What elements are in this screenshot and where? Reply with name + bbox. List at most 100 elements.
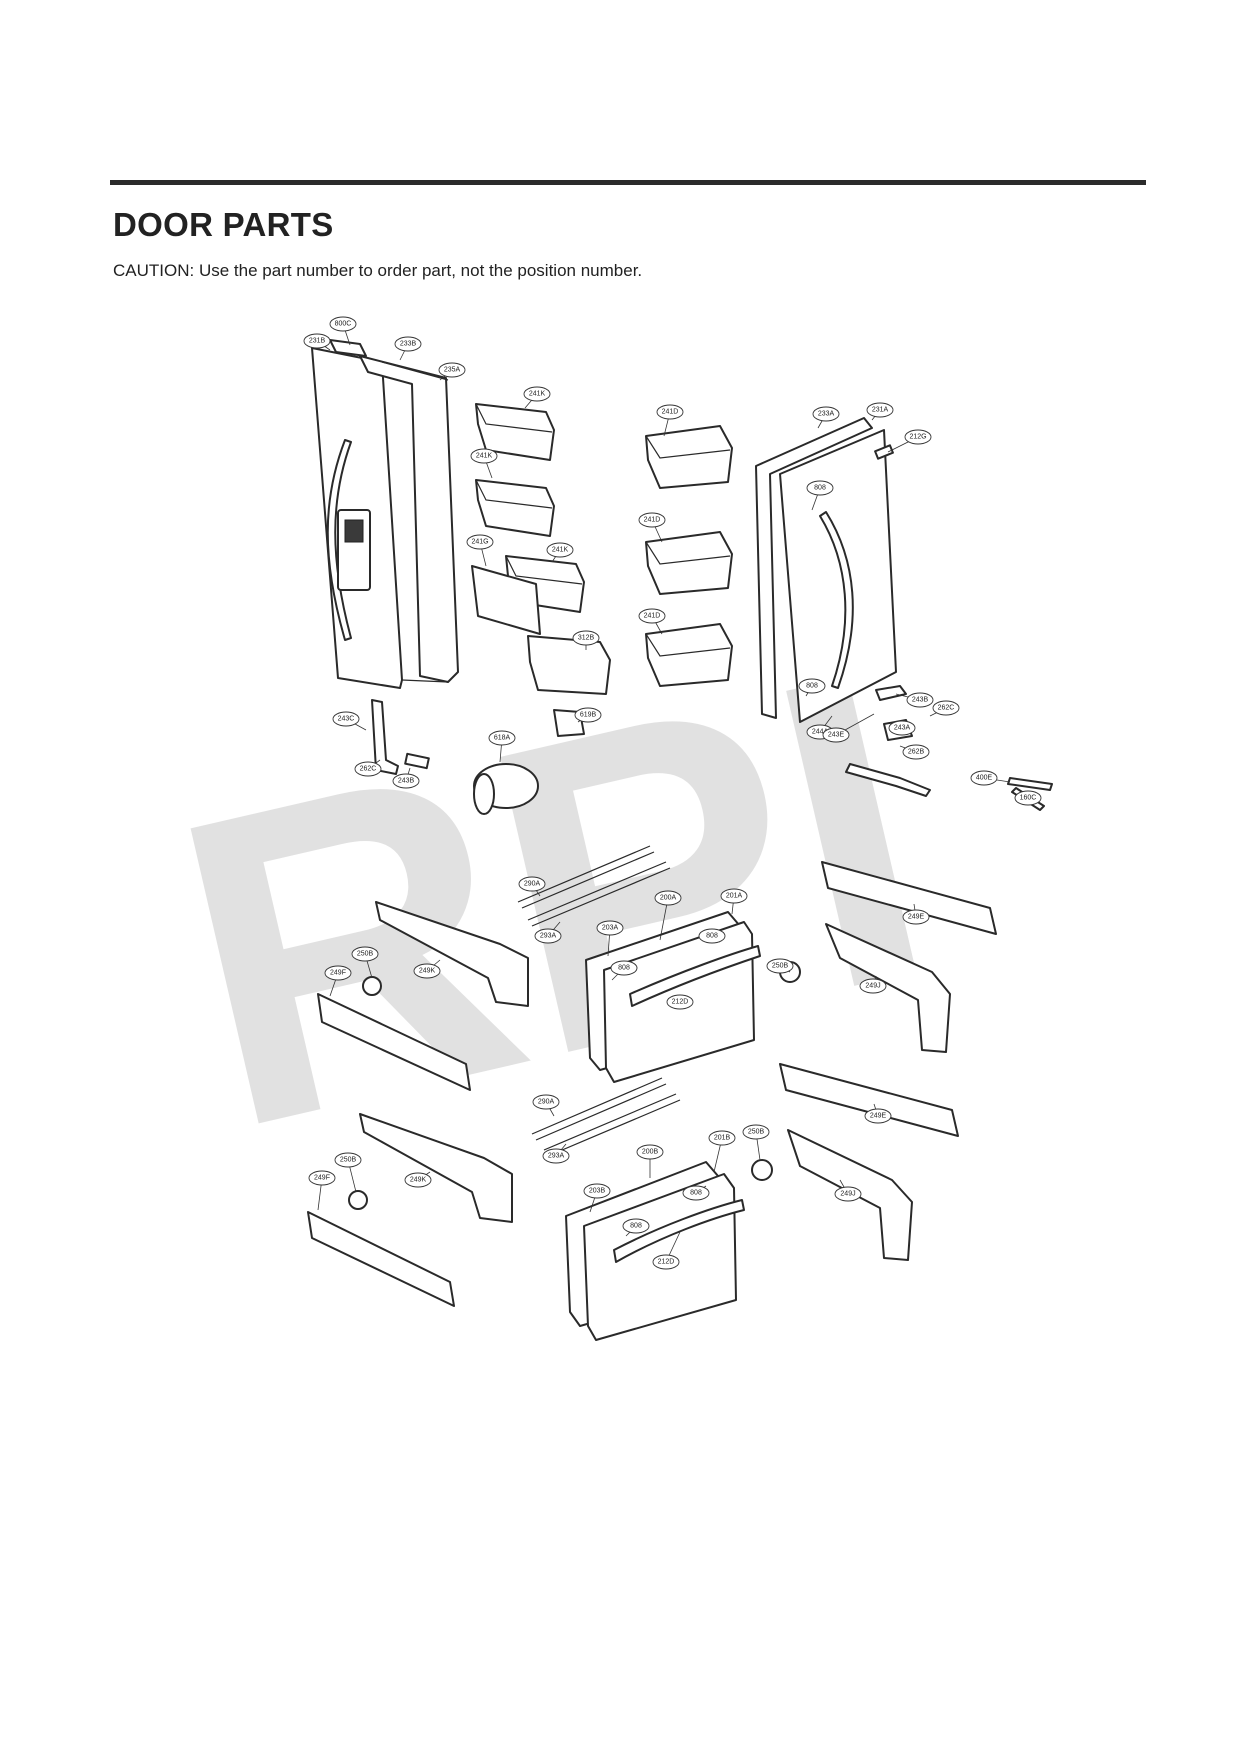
callout-bubble [532, 1094, 560, 1110]
callout-label: 250B [748, 1129, 765, 1136]
part-callout: 160C [1014, 790, 1042, 806]
callout-label: 290A [538, 1099, 555, 1106]
callout-label: 262C [360, 766, 377, 773]
callout-label: 249F [314, 1175, 330, 1182]
callout-label: 249J [865, 983, 880, 990]
callout-bubble [392, 773, 420, 789]
callout-label: 249F [330, 970, 346, 977]
callout-bubble [308, 1170, 336, 1186]
callout-bubble [518, 876, 546, 892]
part-callout: 249K [404, 1171, 432, 1188]
callout-label: 250B [340, 1157, 357, 1164]
callout-bubble [394, 336, 422, 352]
callout-bubble [488, 730, 516, 746]
part-callout: 290A [532, 1094, 560, 1117]
part-callout: 618A [488, 730, 516, 763]
callout-bubble [652, 1254, 680, 1270]
callout-bubble [610, 960, 638, 976]
callout-label: 293A [540, 933, 557, 940]
callout-label: 243C [338, 716, 355, 723]
rail-roller-lower-right [751, 1159, 773, 1181]
callout-bubble [638, 512, 666, 528]
callout-bubble [766, 958, 794, 974]
part-callout: 212D [652, 1231, 681, 1270]
left-door-gasket [359, 355, 459, 683]
part-callout: 808 [610, 960, 638, 981]
callout-label: 250B [772, 963, 789, 970]
glide-strip-lower-b [543, 1093, 681, 1157]
hinge-bracket-right [875, 685, 907, 701]
hinge-bottom-left [404, 752, 430, 770]
callout-bubble [859, 978, 887, 994]
callout-bubble [932, 700, 960, 716]
callout-bubble [864, 1108, 892, 1124]
part-callout: 241D [638, 512, 666, 543]
callout-label: 800C [335, 321, 352, 328]
callout-bubble [583, 1183, 611, 1199]
door-bin-4 [645, 425, 733, 489]
callout-label: 249K [410, 1177, 427, 1184]
part-callout: 201B [708, 1130, 736, 1173]
left-door-inner-edge [381, 361, 449, 683]
callout-bubble [574, 707, 602, 723]
callout-label: 212D [658, 1259, 675, 1266]
part-callout: 203B [583, 1183, 611, 1213]
right-door-handle [819, 511, 854, 689]
part-callout: 243B [895, 692, 934, 708]
header-rule [110, 180, 1146, 185]
callout-bubble [303, 333, 331, 349]
right-door-panel [779, 429, 897, 723]
callout-label: 203B [589, 1188, 606, 1195]
right-door-assembly [755, 417, 897, 723]
part-callout: 290A [518, 876, 546, 897]
callout-bubble [523, 386, 551, 402]
part-callout: 262B [899, 744, 930, 760]
part-callout: 212D [666, 994, 694, 1010]
callout-bubble [542, 1148, 570, 1164]
callout-bubble [906, 692, 934, 708]
door-bins-left [471, 403, 611, 695]
callout-bubble [546, 542, 574, 558]
callout-label: 243E [828, 732, 845, 739]
callout-label: 233A [818, 411, 835, 418]
door-bin-3-lip [505, 555, 583, 585]
drawer-handle-upper [629, 945, 761, 1007]
callout-bubble [404, 1172, 432, 1188]
callout-bubble [470, 448, 498, 464]
rail-cover-lower-left [359, 1113, 513, 1223]
callout-bubble [708, 1130, 736, 1146]
part-callout: 243A [888, 720, 916, 736]
callout-bubble [866, 402, 894, 418]
callout-bubble [698, 928, 726, 944]
callout-label: 249E [908, 914, 925, 921]
callout-bubble [682, 1185, 710, 1201]
callout-label: 312B [578, 635, 595, 642]
bin-divider [471, 565, 541, 635]
part-callout: 293A [542, 1143, 570, 1164]
callout-label: 243B [912, 697, 929, 704]
part-callout: 262C [929, 700, 960, 717]
callout-label: 290A [524, 881, 541, 888]
callout-label: 808 [814, 485, 826, 492]
callout-label: 212D [672, 999, 689, 1006]
callout-label: 203A [602, 925, 619, 932]
callout-bubble [654, 890, 682, 906]
callout-bubble [806, 480, 834, 496]
part-callout: 241D [656, 404, 684, 437]
part-callout: 235A [438, 362, 466, 381]
rail-roller-upper-left [362, 976, 382, 996]
callout-label: 249K [419, 968, 436, 975]
callout-label: 241D [644, 613, 661, 620]
part-callout: 249E [864, 1103, 892, 1124]
callout-label: 241G [471, 539, 488, 546]
part-callout: 249F [308, 1170, 336, 1211]
part-callout: 231B [303, 333, 331, 351]
callout-label: 160C [1020, 795, 1037, 802]
part-callout: 400E [970, 770, 1011, 786]
drawer-rail-upper-left [317, 993, 471, 1091]
callout-bubble [636, 1144, 664, 1160]
glide-strip-lower-a [531, 1077, 667, 1141]
part-callout: 249K [413, 959, 441, 979]
